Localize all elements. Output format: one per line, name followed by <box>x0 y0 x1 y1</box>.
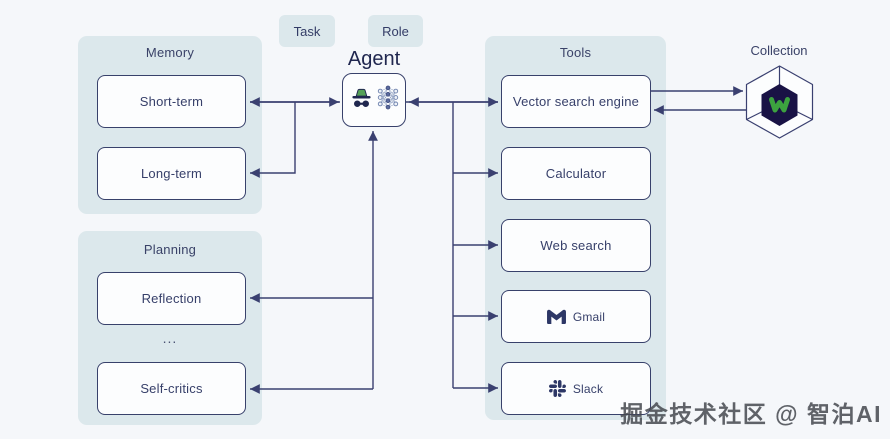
vector-search-engine-label: Vector search engine <box>512 94 640 109</box>
role-pill: Role <box>368 15 423 47</box>
planning-node-self-critics: Self-critics <box>97 362 246 415</box>
tool-node-slack: Slack <box>501 362 651 415</box>
planning-node-reflection: Reflection <box>97 272 246 325</box>
memory-node-short-term: Short-term <box>97 75 246 128</box>
neural-network-icon <box>377 84 399 116</box>
watermark-text: 掘金技术社区 @ 智泊AI <box>620 401 882 427</box>
reflection-label: Reflection <box>141 291 202 306</box>
task-label: Task <box>293 23 321 39</box>
planning-ellipsis: ... <box>162 330 178 346</box>
tool-node-vector-search-engine: Vector search engine <box>501 75 651 128</box>
collection-title: Collection <box>750 43 808 58</box>
tool-node-web-search: Web search <box>501 219 651 272</box>
role-label: Role <box>382 23 409 39</box>
memory-panel-title: Memory <box>145 45 195 60</box>
incognito-icon <box>349 86 374 114</box>
gmail-icon <box>546 309 566 324</box>
calculator-label: Calculator <box>545 166 607 181</box>
web-search-label: Web search <box>540 238 612 253</box>
tool-node-gmail: Gmail <box>501 290 651 343</box>
tool-node-calculator: Calculator <box>501 147 651 200</box>
weaviate-cube-icon <box>737 60 822 149</box>
tools-panel-title: Tools <box>559 45 592 60</box>
self-critics-label: Self-critics <box>140 381 203 396</box>
long-term-label: Long-term <box>140 166 203 181</box>
gmail-label: Gmail <box>572 309 606 324</box>
memory-node-long-term: Long-term <box>97 147 246 200</box>
task-pill: Task <box>279 15 335 47</box>
slack-icon <box>548 380 566 397</box>
short-term-label: Short-term <box>139 94 204 109</box>
planning-panel-title: Planning <box>143 242 197 257</box>
slack-label: Slack <box>572 381 604 396</box>
agent-node <box>342 73 406 127</box>
agent-title: Agent <box>347 48 401 70</box>
